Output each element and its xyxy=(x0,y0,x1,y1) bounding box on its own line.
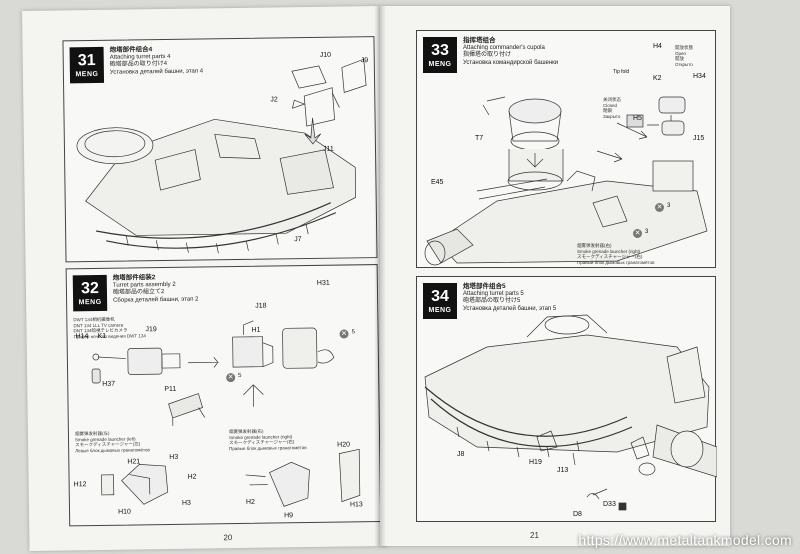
part-label-h34: H34 xyxy=(693,73,706,80)
part-label-j19: J19 xyxy=(145,326,157,334)
part-label-j10: J10 xyxy=(319,51,332,59)
brand-logo: MENG xyxy=(428,306,452,314)
step-31-turret-drawing xyxy=(76,58,367,254)
cross-icon: ✕ xyxy=(339,329,349,339)
step-33-panel: 33 MENG 指挥塔组合 Attaching commander's cupo… xyxy=(416,30,716,268)
step-33-cupola-drawing xyxy=(424,96,708,266)
part-label-h37: H37 xyxy=(102,380,116,388)
part-label-h10: H10 xyxy=(117,508,131,516)
part-label-j13: J13 xyxy=(557,467,569,474)
part-label-k2: K2 xyxy=(653,75,662,82)
part-label-d33: D33 xyxy=(603,501,616,508)
part-label-h4: H4 xyxy=(653,43,662,50)
step-32-panel: 32 MENG 炮塔部件组装2 Turret parts assembly 2 … xyxy=(65,264,382,527)
smoke-launcher-note: 烟雾弹发射器(右) Smoke grenade launcher (right)… xyxy=(577,243,655,265)
part-label-h21: H21 xyxy=(127,458,141,466)
step-34-title-en: Attaching turret parts 5 xyxy=(463,290,524,297)
part-label-h9: H9 xyxy=(284,512,294,520)
cross-count-1: 5 xyxy=(351,329,355,336)
part-label-j11: J11 xyxy=(322,145,334,153)
watermark-url: https://www.metaltankmodel.com xyxy=(578,532,792,548)
step-34-title-ru: Установка деталей башни, этап 5 xyxy=(463,305,557,312)
part-label-e45: E45 xyxy=(431,179,444,186)
step-33-title-ru: Установка командирской башенки xyxy=(463,59,559,66)
book-gutter xyxy=(374,6,386,546)
part-label-h12: H12 xyxy=(73,481,87,489)
part-label-j2: J2 xyxy=(270,96,278,104)
part-label-h5: H5 xyxy=(633,115,642,122)
cross-icon: ✕ xyxy=(226,373,236,383)
tip-fold-note: Tip fold xyxy=(613,69,630,75)
step-33-badge: 33 MENG xyxy=(423,37,457,73)
part-label-k1: K1 xyxy=(97,332,107,340)
open-state-note: 開放状態 Open 開放 Открыто xyxy=(675,45,693,67)
brand-logo: MENG xyxy=(428,60,452,68)
cross-count-2: 3 xyxy=(645,229,649,235)
step-33-title-en: Attaching commander's cupola xyxy=(463,44,545,51)
step-34-badge: 34 MENG xyxy=(423,283,457,319)
part-label-h3-b: H3 xyxy=(181,499,191,507)
part-label-j8: J8 xyxy=(457,451,465,458)
part-label-h2-a: H2 xyxy=(187,473,197,481)
page-number-left: 20 xyxy=(223,533,233,543)
part-label-h2-b: H2 xyxy=(245,498,255,506)
cross-icon: ✕ xyxy=(655,203,664,212)
cross-count-1: 3 xyxy=(667,203,671,209)
part-label-h31: H31 xyxy=(316,279,330,287)
step-34-title-cn: 炮塔部件组合5 xyxy=(463,283,506,290)
part-label-p11: P11 xyxy=(164,385,177,394)
step-34-panel: 34 MENG 炮塔部件组合5 Attaching turret parts 5… xyxy=(416,276,717,522)
page-number-right: 21 xyxy=(530,531,539,540)
part-label-h20: H20 xyxy=(337,441,351,449)
step-33-title-jp: 指揮塔の取り付け xyxy=(463,52,512,58)
part-label-j18: J18 xyxy=(255,302,267,310)
step-34-number: 34 xyxy=(431,287,449,305)
step-33-title-cn: 指挥塔组合 xyxy=(463,37,496,44)
part-label-d8: D8 xyxy=(573,511,582,518)
step-31-panel: 31 MENG 炮塔部件组合4 Attaching turret parts 4… xyxy=(62,36,378,263)
right-page: 33 MENG 指挥塔组合 Attaching commander's cupo… xyxy=(380,6,730,546)
part-label-j9: J9 xyxy=(360,57,369,65)
part-label-h3-a: H3 xyxy=(169,453,179,461)
part-label-h13: H13 xyxy=(349,501,363,509)
part-label-t7: T7 xyxy=(475,135,484,142)
step-32-assembly-drawing xyxy=(91,320,361,507)
left-page: 31 MENG 炮塔部件组合4 Attaching turret parts 4… xyxy=(22,6,388,551)
manual-spread: 31 MENG 炮塔部件组合4 Attaching turret parts 4… xyxy=(22,6,738,551)
step-34-title-jp: 砲塔部品の取り付け5 xyxy=(463,298,521,304)
step-33-number: 33 xyxy=(431,41,449,59)
cross-count-2: 5 xyxy=(238,372,242,380)
step-34-turret-drawing xyxy=(424,314,717,511)
smoke-launcher-right-note: 烟雾弹发射器(右) Smoke grenade launcher (right)… xyxy=(228,428,307,451)
part-label-h14: H14 xyxy=(75,333,89,341)
part-label-j15: J15 xyxy=(693,135,705,142)
smoke-launcher-left-note: 烟雾弹发射器(左) Smoke grenade launcher (left) … xyxy=(74,430,150,453)
part-label-h19: H19 xyxy=(529,459,542,466)
closed-state-note: 关闭状态 Closed 閉鎖 Закрыто xyxy=(603,97,621,119)
part-label-h1: H1 xyxy=(251,326,261,334)
cross-icon: ✕ xyxy=(633,229,642,238)
part-label-j7: J7 xyxy=(294,236,302,244)
